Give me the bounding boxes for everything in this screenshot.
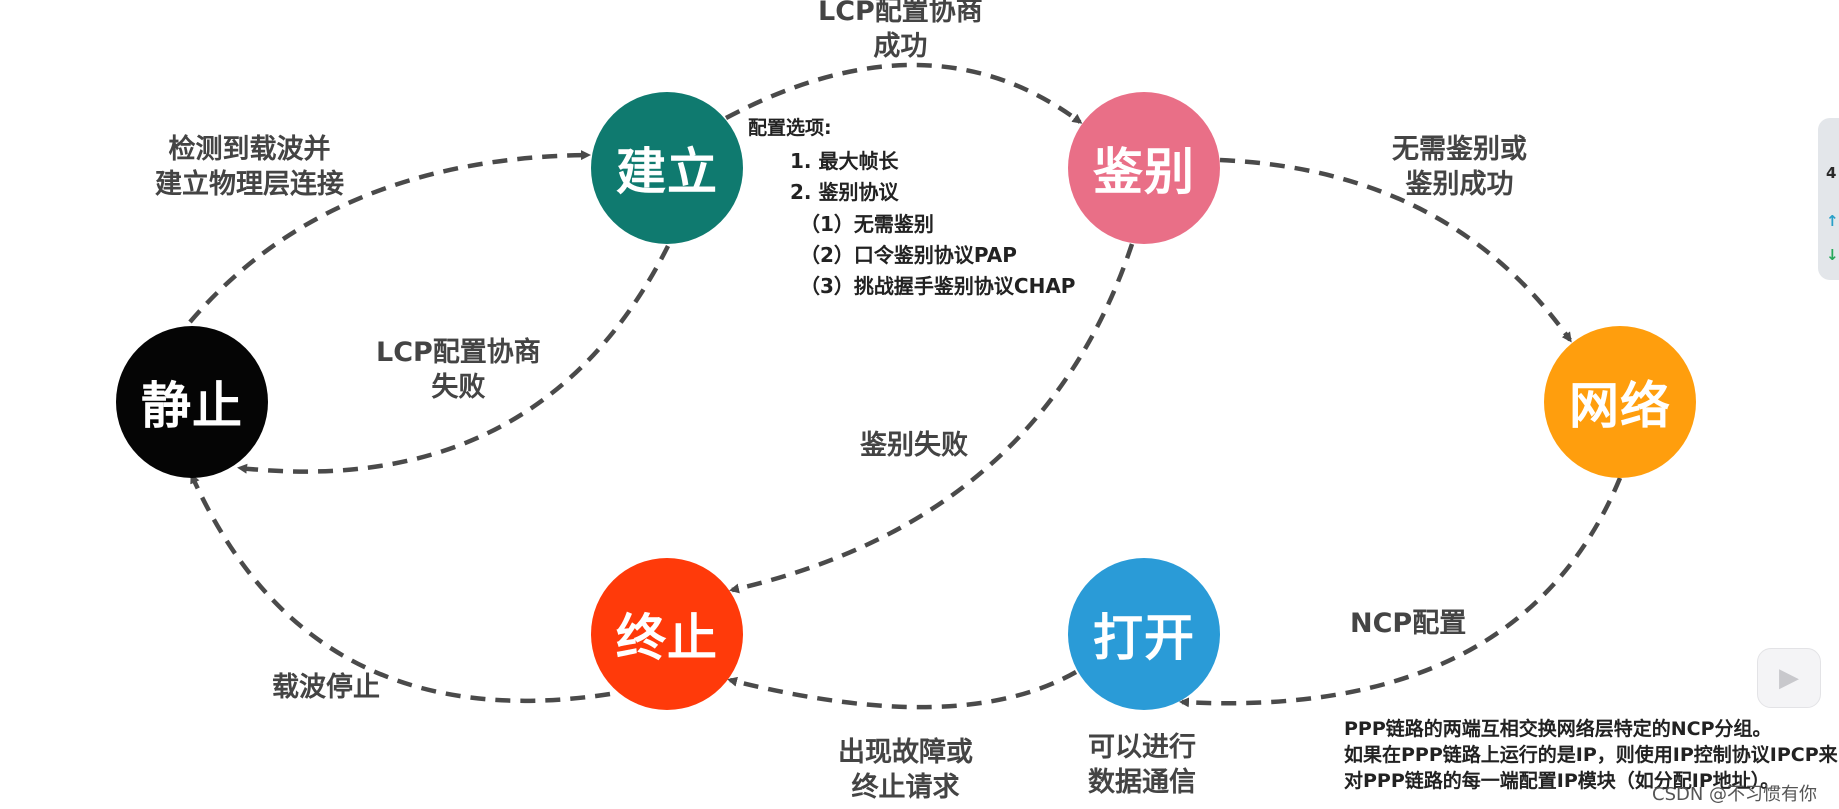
edge-network-open: [1179, 477, 1623, 708]
edge-establish-authenticate: [724, 62, 1083, 124]
edge-terminate-static: [189, 473, 611, 703]
node-terminate: 终止: [591, 558, 743, 710]
node-establish: 建立: [591, 92, 743, 244]
config-option-2-1: （1）无需鉴别: [800, 212, 934, 236]
edge-authenticate-network: [1219, 157, 1572, 343]
label-ncp: NCP配置: [1350, 608, 1467, 639]
label-carrier-stop: 载波停止: [272, 672, 380, 703]
config-option-2-3: （3）挑战握手鉴别协议CHAP: [800, 274, 1076, 298]
edge-static-establish: [188, 150, 591, 324]
label-auth-ok: 无需鉴别或 鉴别成功: [1392, 134, 1527, 201]
edge-establish-static: [237, 244, 671, 474]
label-auth-fail: 鉴别失败: [860, 430, 968, 461]
label-lcp-fail: LCP配置协商 失败: [376, 337, 541, 404]
config-options-title: 配置选项:: [748, 117, 832, 139]
node-network: 网络: [1544, 326, 1696, 478]
config-option-2-2: （2）口令鉴别协议PAP: [800, 243, 1017, 267]
config-option-1: 1. 最大帧长: [790, 149, 899, 173]
side-panel-number: 4: [1826, 164, 1837, 182]
node-authenticate: 鉴别: [1068, 92, 1220, 244]
arrow-down-icon[interactable]: ↓: [1826, 246, 1839, 264]
ncp-note-line-2: 如果在PPP链路上运行的是IP，则使用IP控制协议IPCP来: [1344, 744, 1838, 766]
label-data-comm: 可以进行 数据通信: [1088, 732, 1196, 799]
node-open: 打开: [1068, 558, 1220, 710]
side-panel[interactable]: 4 ↑ ↓: [1818, 118, 1839, 280]
arrow-up-icon[interactable]: ↑: [1826, 212, 1839, 230]
label-carrier-detect: 检测到载波并 建立物理层连接: [155, 134, 344, 201]
ncp-note-line-3: 对PPP链路的每一端配置IP模块（如分配IP地址）。: [1344, 770, 1780, 792]
edge-open-terminate: [727, 670, 1078, 710]
edge-authenticate-terminate: [729, 243, 1135, 594]
ncp-note-line-1: PPP链路的两端互相交换网络层特定的NCP分组。: [1344, 718, 1772, 740]
label-fault: 出现故障或 终止请求: [838, 737, 973, 804]
config-option-2: 2. 鉴别协议: [790, 180, 899, 204]
watermark: CSDN @不习惯有你: [1652, 784, 1818, 805]
play-button[interactable]: ▶: [1757, 648, 1821, 708]
node-static: 静止: [116, 326, 268, 478]
label-lcp-success-1: LCP配置协商 成功: [818, 0, 983, 63]
play-icon[interactable]: ▶: [1779, 663, 1799, 693]
